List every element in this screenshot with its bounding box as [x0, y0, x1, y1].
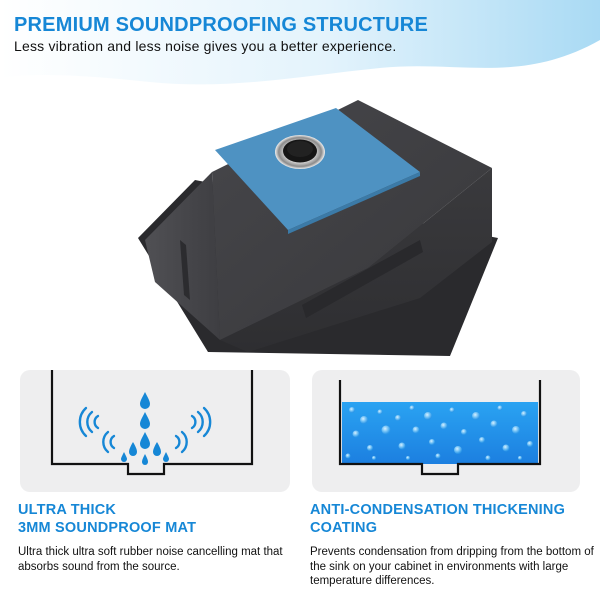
sink-front-face	[220, 168, 492, 352]
feature-description-soundproof-mat: Ultra thick ultra soft rubber noise canc…	[18, 546, 283, 573]
feature-description-anti-condensation: Prevents condensation from dripping from…	[310, 546, 594, 587]
feature-title-soundproof-mat: ULTRA THICK 3MM SOUNDPROOF MAT	[18, 501, 288, 537]
soundproof-pad	[215, 108, 420, 230]
anti-condensation-illustration	[312, 370, 580, 492]
sound-waves-water-drops-icon	[50, 370, 254, 476]
blue-coating-bubbles-icon	[338, 380, 542, 476]
soundproof-mat-illustration	[20, 370, 290, 492]
sink-product-image	[138, 100, 498, 356]
feature-title-line: 3MM SOUNDPROOF MAT	[18, 520, 197, 536]
feature-title-anti-condensation: ANTI-CONDENSATION THICKENING COATING	[310, 501, 595, 537]
feature-title-line: ANTI-CONDENSATION THICKENING	[310, 502, 566, 518]
feature-title-line: COATING	[310, 520, 378, 536]
page-subtitle: Less vibration and less noise gives you …	[14, 38, 397, 54]
header-wave-background	[0, 0, 600, 85]
coating-layer	[342, 402, 538, 464]
feature-title-line: ULTRA THICK	[18, 502, 117, 518]
page-title: PREMIUM SOUNDPROOFING STRUCTURE	[14, 14, 428, 36]
